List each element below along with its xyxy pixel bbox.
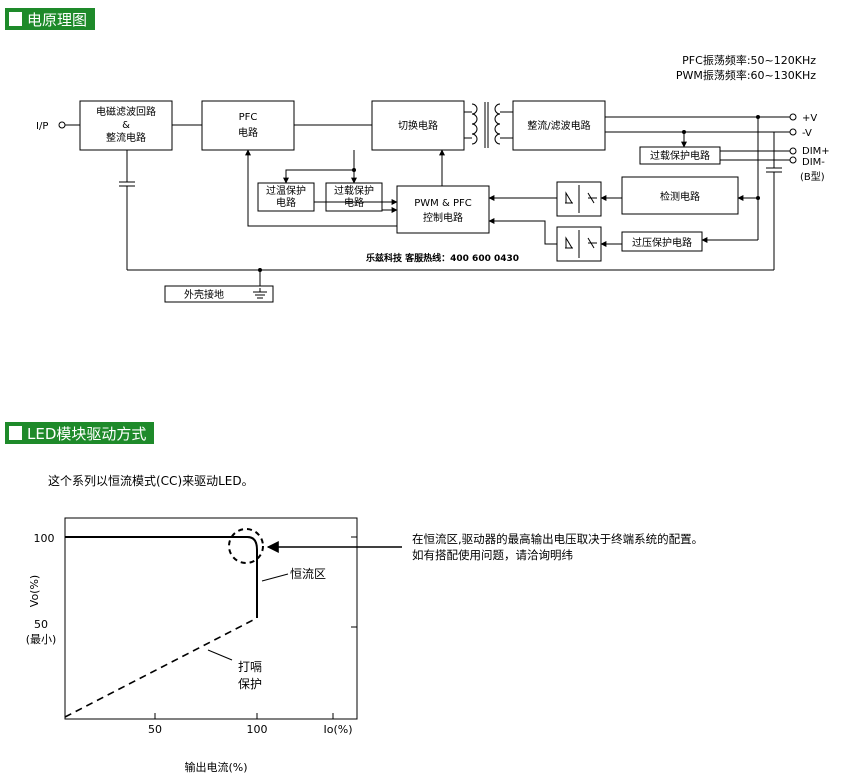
schematic-section-header: 电原理图 (5, 8, 96, 30)
emi-block-label-1: 电磁滤波回路 (96, 105, 156, 118)
controller-label-2: 控制电路 (423, 211, 463, 224)
y-tick-100: 100 (34, 532, 55, 545)
header-marker (9, 426, 22, 440)
overload-protect-label: 过载保护电路 (650, 149, 710, 162)
annotation-cc-region: 恒流区 (290, 567, 326, 581)
pfc-block-label-2: 电路 (238, 126, 258, 139)
negative-terminal-label: -V (802, 128, 812, 139)
x-tick-50: 50 (148, 723, 162, 736)
x-tick-io: Io(%) (323, 723, 352, 736)
led-mode-description: 这个系列以恒流模式(CC)来驱动LED。 (48, 474, 254, 488)
overcarry-label-2: 电路 (344, 196, 364, 209)
pwm-frequency-spec: PWM振荡频率:60~130KHz (676, 68, 816, 82)
chart-frame (64, 517, 358, 720)
header-marker (9, 12, 22, 26)
detect-block-label: 检测电路 (660, 190, 700, 203)
overtemp-label-1: 过温保护 (266, 184, 306, 197)
x-axis-label: 输出电流(%) (184, 760, 247, 774)
b-type-label: (B型) (800, 170, 825, 183)
company-hotline: 乐兹科技 客服热线：400 600 0430 (366, 252, 519, 264)
constant-current-curve (65, 536, 258, 618)
cc-region-note: 在恒流区,驱动器的最高输出电压取决于终端系统的配置。 如有搭配使用问题，请洽询明… (412, 531, 703, 563)
pfc-block-label-1: PFC (239, 112, 258, 123)
cc-note-line-1: 在恒流区,驱动器的最高输出电压取决于终端系统的配置。 (412, 532, 704, 546)
input-terminal-label: I/P (36, 121, 48, 132)
y-axis-label: Vo(%) (28, 575, 41, 607)
chart-series-group (64, 536, 258, 718)
cc-region-highlight (228, 528, 264, 564)
rectifier-block-label: 整流/滤波电路 (527, 119, 590, 132)
led-section-title: LED模块驱动方式 (27, 424, 147, 443)
dim-positive-label: DIM+ (802, 146, 830, 157)
y-tick-min: (最小) (26, 633, 57, 646)
overtemp-label-2: 电路 (276, 196, 296, 209)
cc-leader-line (261, 573, 289, 582)
y-tick-50: 50 (34, 618, 48, 631)
chassis-ground-label: 外壳接地 (184, 288, 224, 301)
dim-negative-label: DIM- (802, 157, 825, 168)
annotation-hiccup-2: 保护 (238, 677, 262, 691)
led-section-header: LED模块驱动方式 (5, 422, 155, 444)
cc-note-line-2: 如有搭配使用问题，请洽询明纬 (412, 548, 573, 562)
overvoltage-protect-label: 过压保护电路 (632, 236, 692, 249)
switch-block-label: 切换电路 (398, 119, 438, 132)
annotation-hiccup-1: 打嗝 (238, 660, 262, 674)
hiccup-leader-line (207, 649, 233, 661)
positive-terminal-label: +V (802, 113, 817, 124)
hiccup-protection-line (64, 617, 258, 718)
emi-block-label-2: & (122, 120, 130, 131)
overcarry-label-1: 过载保护 (334, 184, 374, 197)
controller-label-1: PWM & PFC (414, 198, 471, 209)
emi-block-label-3: 整流电路 (106, 131, 146, 144)
pfc-frequency-spec: PFC振荡频率:50~120KHz (682, 53, 816, 67)
x-tick-100: 100 (247, 723, 268, 736)
schematic-section-title: 电原理图 (27, 10, 88, 29)
